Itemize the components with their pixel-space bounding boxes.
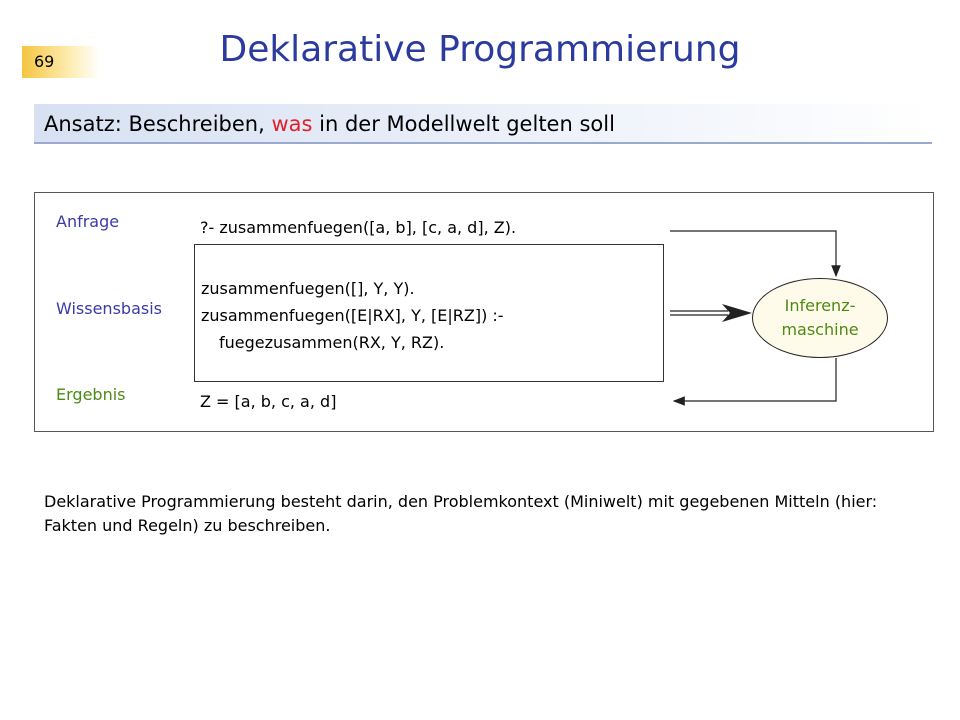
subtitle-accent-word: was: [271, 112, 313, 136]
engine-to-result-arrow: [672, 358, 837, 406]
result-line: Z = [a, b, c, a, d]: [200, 392, 337, 411]
label-knowledge-base: Wissensbasis: [56, 299, 162, 318]
page-title: Deklarative Programmierung: [219, 29, 741, 70]
subtitle-text-before: Ansatz: Beschreiben,: [44, 112, 272, 136]
page-number: 69: [22, 46, 100, 78]
label-query: Anfrage: [56, 212, 120, 231]
subtitle-text-after: in der Modellwelt gelten soll: [312, 112, 615, 136]
inference-engine-ellipse: Inferenz- maschine: [752, 278, 888, 358]
engine-label-line-2: maschine: [781, 320, 859, 339]
kb-rule-body-line: fuegezusammen(RX, Y, RZ).: [219, 333, 445, 352]
engine-label-line-1: Inferenz-: [784, 296, 856, 315]
query-to-engine-arrow: [670, 230, 841, 278]
explanation-paragraph: Deklarative Programmierung besteht darin…: [44, 492, 878, 535]
diagram-frame: [34, 192, 934, 432]
kb-rule-head-line: zusammenfuegen([E|RX], Y, [E|RZ]) :-: [201, 306, 504, 325]
label-result: Ergebnis: [56, 385, 126, 404]
kb-to-engine-arrowhead: [722, 304, 752, 322]
kb-fact-line: zusammenfuegen([], Y, Y).: [201, 279, 415, 298]
query-line: ?- zusammenfuegen([a, b], [c, a, d], Z).: [200, 218, 517, 237]
knowledge-base-box: zusammenfuegen([], Y, Y). zusammenfuegen…: [194, 244, 664, 382]
subtitle-banner: Ansatz: Beschreiben, was in der Modellwe…: [34, 104, 932, 144]
